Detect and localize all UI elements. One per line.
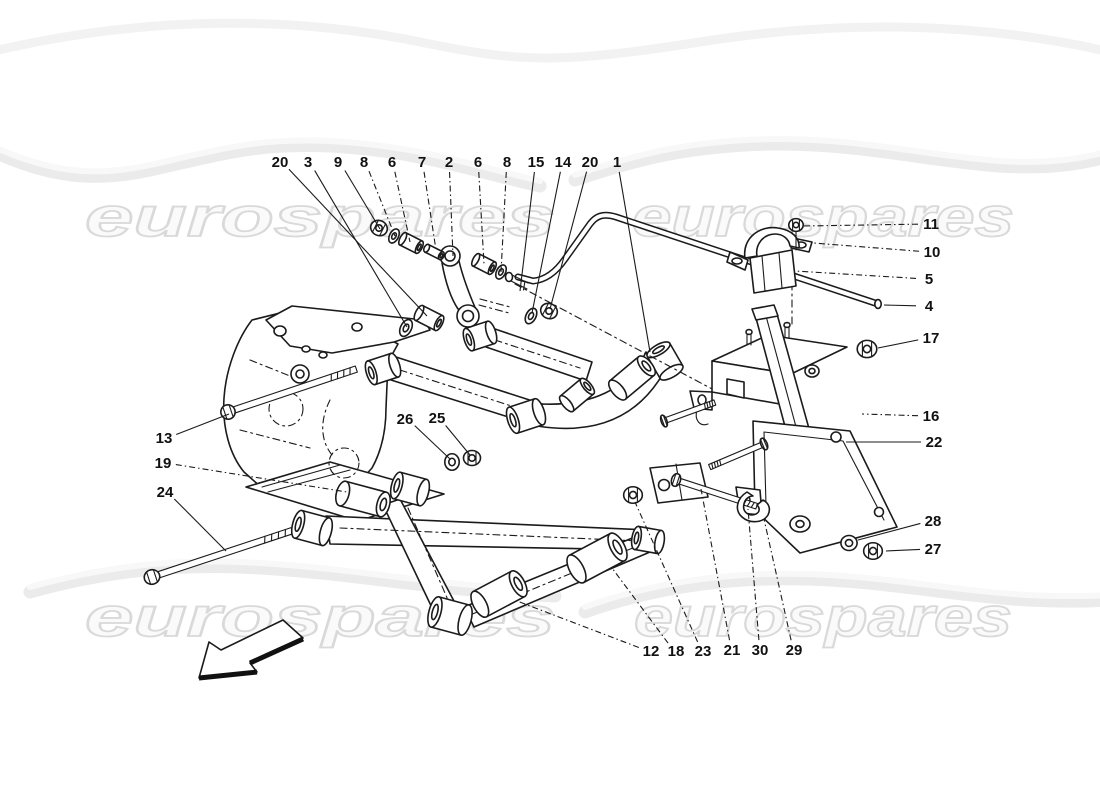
leader-line-29: [763, 518, 792, 641]
callout-number-22: 22: [926, 434, 943, 451]
callout-number-5: 5: [925, 271, 933, 288]
callout-number-14: 14: [555, 154, 572, 171]
leader-line-3: [314, 170, 408, 328]
callout-number-13: 13: [156, 430, 173, 447]
callout-number-3: 3: [304, 154, 312, 171]
leader-line-11: [802, 223, 919, 227]
watermark-top-right: eurospares: [632, 185, 1014, 248]
callout-number-8: 8: [503, 154, 511, 171]
leader-line-6: [478, 171, 485, 265]
leader-line-18: [611, 567, 669, 644]
leader-line-25: [445, 425, 471, 456]
callout-number-25: 25: [429, 410, 446, 427]
anti-roll-bar: [514, 211, 882, 310]
watermark-bottom-right: eurospares: [634, 585, 1012, 648]
callout-number-6: 6: [474, 154, 482, 171]
background-swooshes: [0, 18, 1100, 619]
leader-line-6: [394, 171, 411, 243]
leader-line-16: [861, 413, 919, 417]
leader-line-20: [549, 171, 588, 310]
leader-line-30: [747, 508, 760, 641]
callout-number-4: 4: [925, 298, 934, 315]
leader-line-8: [368, 171, 396, 237]
upper-wishbone: [362, 319, 687, 436]
leader-line-14: [531, 171, 561, 314]
callout-number-11: 11: [923, 216, 939, 233]
callout-number-2: 2: [445, 154, 453, 171]
callout-number-20: 20: [272, 154, 289, 171]
callout-number-30: 30: [752, 642, 769, 659]
leader-line-2: [449, 171, 454, 257]
bar-clamp-assembly: [726, 217, 813, 329]
direction-arrow-icon: [198, 619, 305, 681]
callout-number-29: 29: [786, 642, 803, 659]
leader-line-8: [500, 171, 507, 273]
callout-number-8: 8: [360, 154, 368, 171]
leader-line-4: [883, 304, 917, 307]
leader-line-1: [618, 171, 651, 353]
callout-number-12: 12: [643, 643, 660, 660]
callout-number-6: 6: [388, 154, 396, 171]
leader-line-28: [857, 522, 921, 541]
leader-line-10: [812, 242, 920, 252]
leader-line-17: [877, 339, 919, 349]
leader-line-21: [700, 488, 731, 641]
callout-number-10: 10: [924, 244, 941, 261]
drop-link-hardware: [367, 216, 715, 391]
callout-number-23: 23: [695, 643, 712, 660]
callout-number-7: 7: [418, 154, 426, 171]
lower-wishbone: [288, 470, 667, 638]
callout-number-20: 20: [582, 154, 599, 171]
callout-number-15: 15: [528, 154, 545, 171]
leader-line-9: [344, 170, 381, 230]
watermark-layer: eurospares eurospares eurospares eurospa…: [84, 184, 1015, 649]
leader-line-23: [634, 501, 699, 643]
callout-number-24: 24: [157, 484, 174, 501]
leader-line-24: [173, 498, 227, 552]
callout-number-17: 17: [923, 330, 940, 347]
callout-number-27: 27: [925, 541, 942, 558]
leader-line-12: [516, 600, 640, 649]
callout-number-1: 1: [613, 154, 621, 171]
leader-line-15: [519, 171, 535, 292]
clevis-link-assembly: [622, 396, 771, 523]
callout-number-18: 18: [668, 643, 685, 660]
leader-line-5: [794, 270, 917, 279]
callout-number-19: 19: [155, 455, 172, 472]
callout-number-9: 9: [334, 154, 342, 171]
leader-line-19: [175, 464, 348, 493]
leader-line-26: [414, 425, 451, 460]
callout-number-26: 26: [397, 411, 414, 428]
pivot-bolt-24: [141, 522, 296, 588]
stud-bolts: [745, 321, 791, 346]
leader-line-20: [288, 168, 428, 317]
leader-line-13: [175, 413, 230, 436]
callout-number-16: 16: [923, 408, 940, 425]
watermark-top-left: eurospares: [85, 185, 555, 248]
callout-number-28: 28: [925, 513, 942, 530]
leader-line-27: [885, 548, 921, 552]
callout-number-21: 21: [724, 642, 741, 659]
link-bolt-15: [478, 271, 529, 314]
